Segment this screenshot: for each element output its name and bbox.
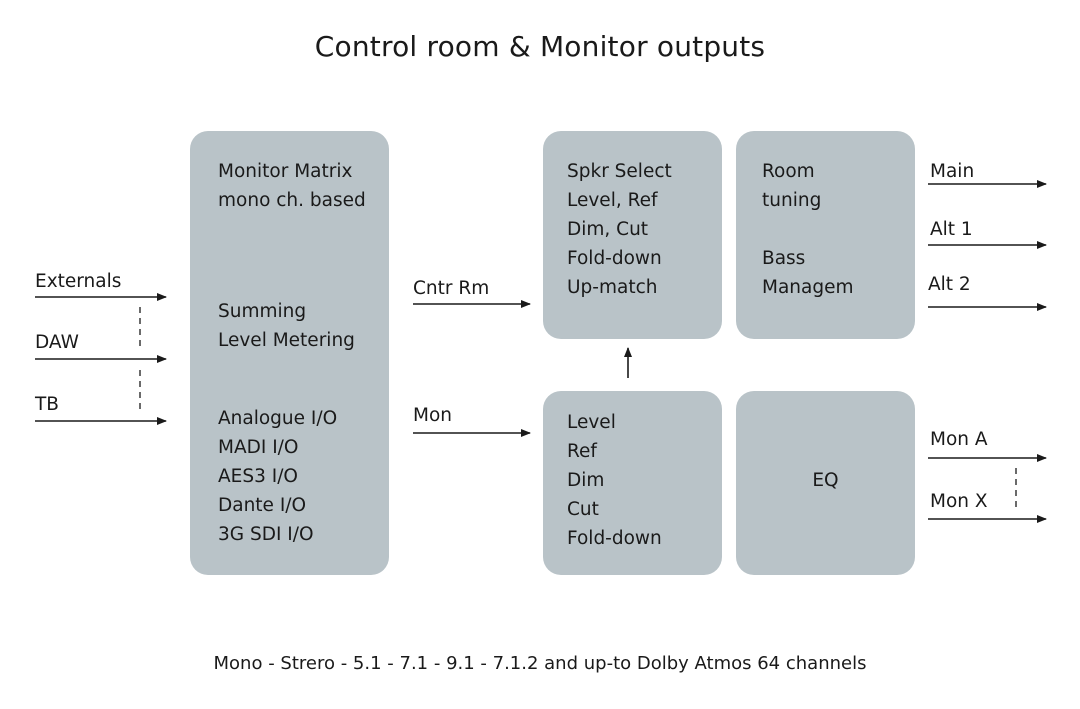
matrix-group-2: Summing Level Metering: [218, 297, 355, 355]
eq-label: EQ: [812, 470, 839, 491]
matrix-text: Dante I/O: [218, 495, 307, 516]
monitor-control-item: Dim: [567, 470, 605, 491]
output-label-main: Main: [930, 161, 975, 182]
speaker-select-item: Spkr Select: [567, 161, 672, 182]
room-tuning-block: [736, 131, 915, 339]
matrix-text: Monitor Matrix: [218, 161, 353, 182]
output-label-alt1: Alt 1: [930, 219, 973, 240]
channel-formats-caption: Mono - Strero - 5.1 - 7.1 - 9.1 - 7.1.2 …: [213, 653, 867, 674]
output-label-mon-x: Mon X: [930, 491, 988, 512]
room-tuning-item: Bass: [762, 248, 806, 269]
matrix-text: 3G SDI I/O: [218, 524, 314, 545]
speaker-select-item: Fold-down: [567, 248, 662, 269]
signal-label-cntr-rm: Cntr Rm: [413, 278, 490, 299]
input-label-externals: Externals: [35, 271, 122, 292]
matrix-group-3: Analogue I/O MADI I/O AES3 I/O Dante I/O…: [218, 404, 337, 549]
eq-block: [736, 391, 915, 575]
signal-label-mon: Mon: [413, 405, 453, 426]
input-label-daw: DAW: [35, 332, 79, 353]
room-tuning-item: Managem: [762, 277, 854, 298]
matrix-text: Analogue I/O: [218, 408, 338, 429]
room-tuning-item: tuning: [762, 190, 822, 211]
room-tuning-item: Room: [762, 161, 815, 182]
monitor-control-item: Fold-down: [567, 528, 662, 549]
monitor-control-item: Level: [567, 412, 616, 433]
speaker-select-item: Level, Ref: [567, 190, 658, 211]
monitor-controls-block: [543, 391, 722, 575]
output-label-mon-a: Mon A: [930, 429, 988, 450]
monitor-matrix-block: [190, 131, 389, 575]
room-tuning-group-1: Room tuning: [762, 157, 821, 215]
monitor-control-item: Cut: [567, 499, 599, 520]
matrix-group-1: Monitor Matrix mono ch. based: [218, 157, 366, 215]
matrix-text: Summing: [218, 301, 307, 322]
room-tuning-group-2: Bass Managem: [762, 244, 854, 302]
speaker-select-text: Spkr Select Level, Ref Dim, Cut Fold-dow…: [567, 157, 672, 302]
matrix-text: mono ch. based: [218, 190, 366, 211]
matrix-text: Level Metering: [218, 330, 355, 351]
monitor-control-item: Ref: [567, 441, 597, 462]
speaker-select-item: Dim, Cut: [567, 219, 649, 240]
speaker-select-block: [543, 131, 722, 339]
input-label-tb: TB: [35, 394, 59, 415]
output-label-alt2: Alt 2: [928, 274, 971, 295]
matrix-text: MADI I/O: [218, 437, 299, 458]
matrix-text: AES3 I/O: [218, 466, 298, 487]
diagram-title: Control room & Monitor outputs: [314, 30, 766, 63]
speaker-select-item: Up-match: [567, 277, 658, 298]
monitor-controls-text: Level Ref Dim Cut Fold-down: [567, 408, 662, 553]
